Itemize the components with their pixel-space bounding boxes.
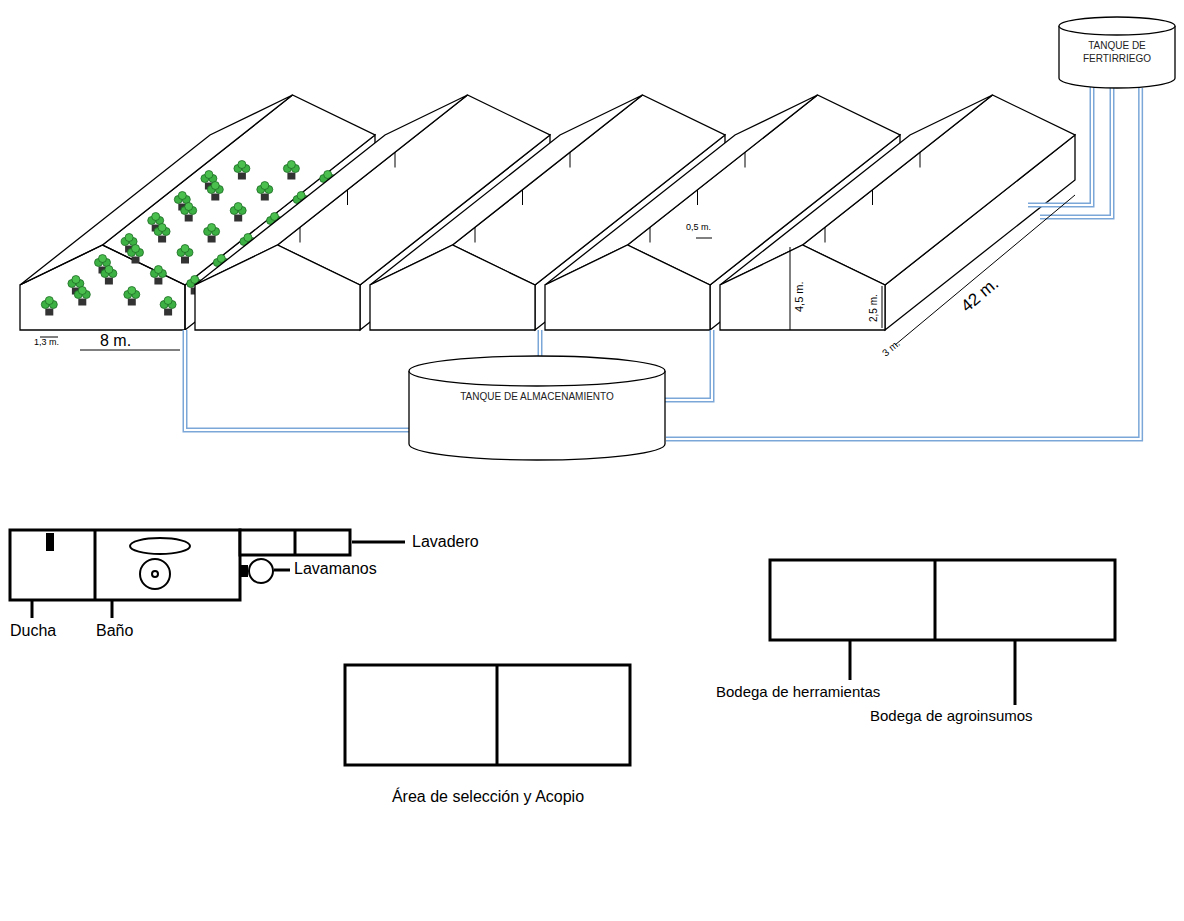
greenhouse [720, 95, 1075, 330]
dimension-label: 42 m. [958, 275, 1003, 317]
room-label: Baño [96, 622, 133, 640]
dimension-label: 1,3 m. [34, 338, 59, 348]
pipe-connector [666, 88, 1141, 439]
area-label: Área de selección y Acopio [392, 788, 584, 806]
room-label: Bodega de herramientas [716, 684, 880, 701]
tank-cylinder: TANQUE DE FERTIRRIEGO [1058, 16, 1176, 88]
room-label: Lavadero [412, 533, 479, 551]
tank-cylinder: TANQUE DE ALMACENAMIENTO [408, 355, 666, 460]
tank-label: TANQUE DE FERTIRRIEGO [1072, 40, 1162, 65]
dimension-label: 2,5 m. [868, 294, 879, 322]
room-label: Bodega de agroinsumos [870, 708, 1033, 725]
dimension-label: 4,5 m. [793, 281, 805, 312]
floor-plans [10, 530, 1115, 765]
dimension-lines [40, 195, 1075, 350]
greenhouses [20, 95, 1075, 330]
room-label: Lavamanos [294, 560, 377, 578]
tank-label: TANQUE DE ALMACENAMIENTO [422, 391, 652, 404]
tank-outline [408, 355, 666, 460]
dimension-label: 3 m. [880, 337, 902, 358]
irrigation-pipes [185, 86, 1112, 430]
dimension-label: 0,5 m. [686, 223, 711, 233]
tank-outline [1058, 16, 1176, 88]
room-label: Ducha [10, 622, 56, 640]
dimension-label: 8 m. [100, 332, 131, 350]
leader-lines [32, 542, 1015, 705]
